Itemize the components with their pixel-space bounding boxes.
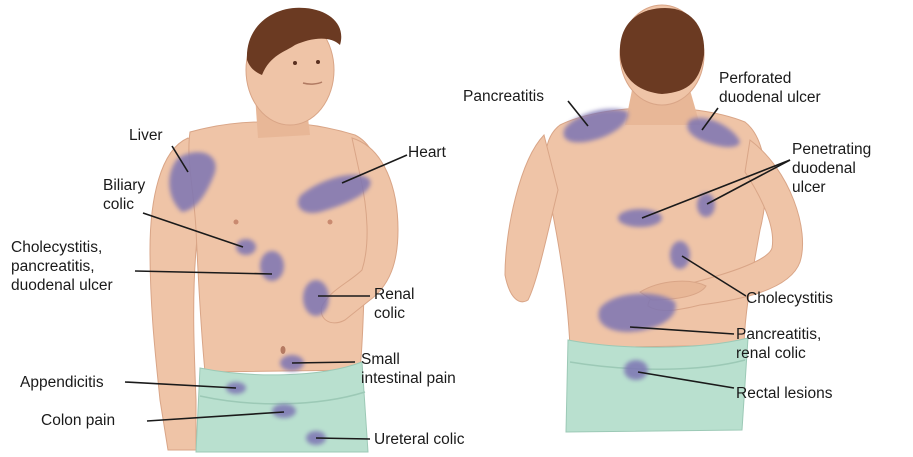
front-torso [189, 122, 380, 372]
label-perforated-ulcer: Perforated duodenal ulcer [719, 69, 821, 107]
pain-area-rectal [624, 360, 648, 380]
back-hair [620, 8, 704, 94]
label-colon-pain: Colon pain [41, 411, 115, 430]
pain-area-penetrating-ulcer-1 [618, 209, 662, 227]
label-small-intestinal-pain: Small intestinal pain [361, 350, 456, 388]
label-pancreatitis-renal: Pancreatitis, renal colic [736, 325, 821, 363]
pain-area-biliary [236, 239, 256, 255]
pain-area-penetrating-ulcer-2 [697, 193, 715, 217]
pain-area-renal [303, 280, 329, 316]
pain-area-cholecystitis [260, 251, 284, 281]
label-heart: Heart [408, 143, 446, 162]
label-biliary-colic: Biliary colic [103, 176, 145, 214]
label-ureteral-colic: Ureteral colic [374, 430, 464, 449]
pain-area-cholecystitis-back [670, 241, 690, 269]
back-right-arm [505, 135, 558, 302]
label-rectal-lesions: Rectal lesions [736, 384, 833, 403]
label-cholecystitis-front: Cholecystitis, pancreatitis, duodenal ul… [11, 238, 113, 295]
pain-area-colon [272, 404, 296, 418]
label-renal-colic: Renal colic [374, 285, 415, 323]
label-cholecystitis-back: Cholecystitis [746, 289, 833, 308]
label-appendicitis: Appendicitis [20, 373, 104, 392]
label-penetrating-ulcer: Penetrating duodenal ulcer [792, 140, 871, 197]
label-liver: Liver [129, 126, 163, 145]
label-pancreatitis-back: Pancreatitis [463, 87, 544, 106]
